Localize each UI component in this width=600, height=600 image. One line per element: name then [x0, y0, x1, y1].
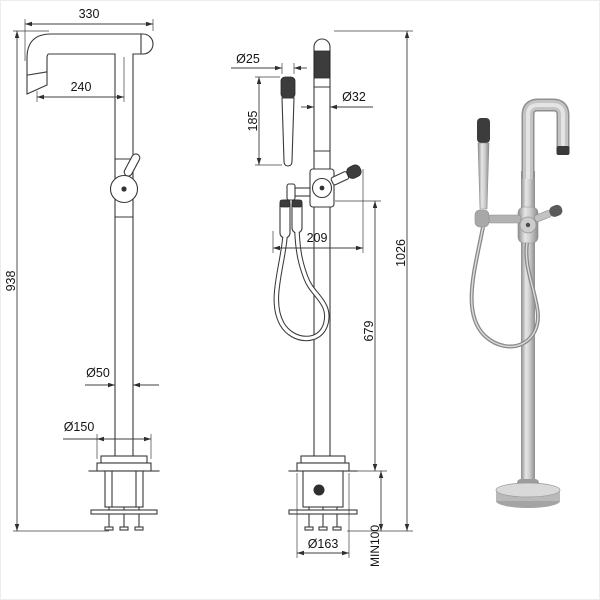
front-mixer-handle [109, 153, 141, 204]
dim-label-spout-width: 330 [79, 7, 100, 21]
dim-column-diameter: Ø50 [85, 366, 159, 388]
side-valve-body [309, 168, 335, 208]
dim-baseplate-diameter: Ø163 [296, 473, 350, 558]
dim-base-diameter: Ø150 [63, 420, 152, 459]
render-handshower [474, 118, 522, 228]
dim-label-spout-reach: 240 [71, 80, 92, 94]
dim-total-height: 1026 [334, 30, 413, 532]
dim-handshower-length: 185 [246, 76, 282, 166]
dim-label-handshower-length: 185 [246, 111, 260, 132]
dim-min-depth: MIN100 [368, 471, 384, 567]
render-spout [521, 98, 570, 179]
dim-depth: 209 [272, 169, 364, 253]
render-holder-arm [487, 214, 522, 224]
dim-label-baseplate-diameter: Ø163 [308, 537, 339, 551]
render-handle [534, 204, 563, 223]
side-lever-handle [330, 164, 362, 186]
side-view: Ø25 Ø32 185 209 1026 [231, 30, 413, 567]
dim-label-holder-height: 679 [362, 321, 376, 342]
front-spout [26, 33, 154, 95]
render-base [495, 482, 561, 508]
perspective-view [469, 98, 570, 508]
side-base-flange [288, 455, 358, 472]
side-spout-end [314, 50, 330, 79]
dim-handshower-diameter: Ø25 [231, 52, 307, 74]
side-underfloor-mount [288, 470, 358, 531]
side-hose-connectors [279, 199, 303, 239]
dim-spout-width: 330 [24, 7, 154, 61]
dim-label-overall-height: 938 [4, 271, 18, 292]
dim-label-base-diameter: Ø150 [64, 420, 95, 434]
dim-label-handshower-diameter: Ø25 [236, 52, 260, 66]
dim-holder-height: 679 [335, 200, 387, 472]
dim-spout-reach: 240 [36, 57, 125, 102]
side-handshower-holder [286, 183, 311, 201]
front-base-flange [88, 455, 160, 472]
side-handshower [280, 76, 296, 167]
front-column [114, 53, 134, 457]
dim-label-min-depth: MIN100 [368, 525, 382, 567]
front-underfloor-mount [90, 470, 158, 531]
dim-label-riser-diameter: Ø32 [342, 90, 366, 104]
side-riser [313, 38, 331, 457]
dim-overall-height: 938 [4, 30, 109, 532]
dim-label-depth: 209 [307, 231, 328, 245]
side-supply-port [313, 484, 325, 496]
front-view: 330 240 938 Ø50 Ø150 [4, 7, 160, 532]
render-valve [517, 206, 539, 244]
render-hose [469, 226, 540, 349]
dim-label-column-diameter: Ø50 [86, 366, 110, 380]
side-hose [273, 231, 330, 342]
dim-label-total-height: 1026 [394, 239, 408, 267]
render-spout-tip [556, 146, 570, 155]
dim-riser-diameter: Ø32 [301, 90, 373, 110]
